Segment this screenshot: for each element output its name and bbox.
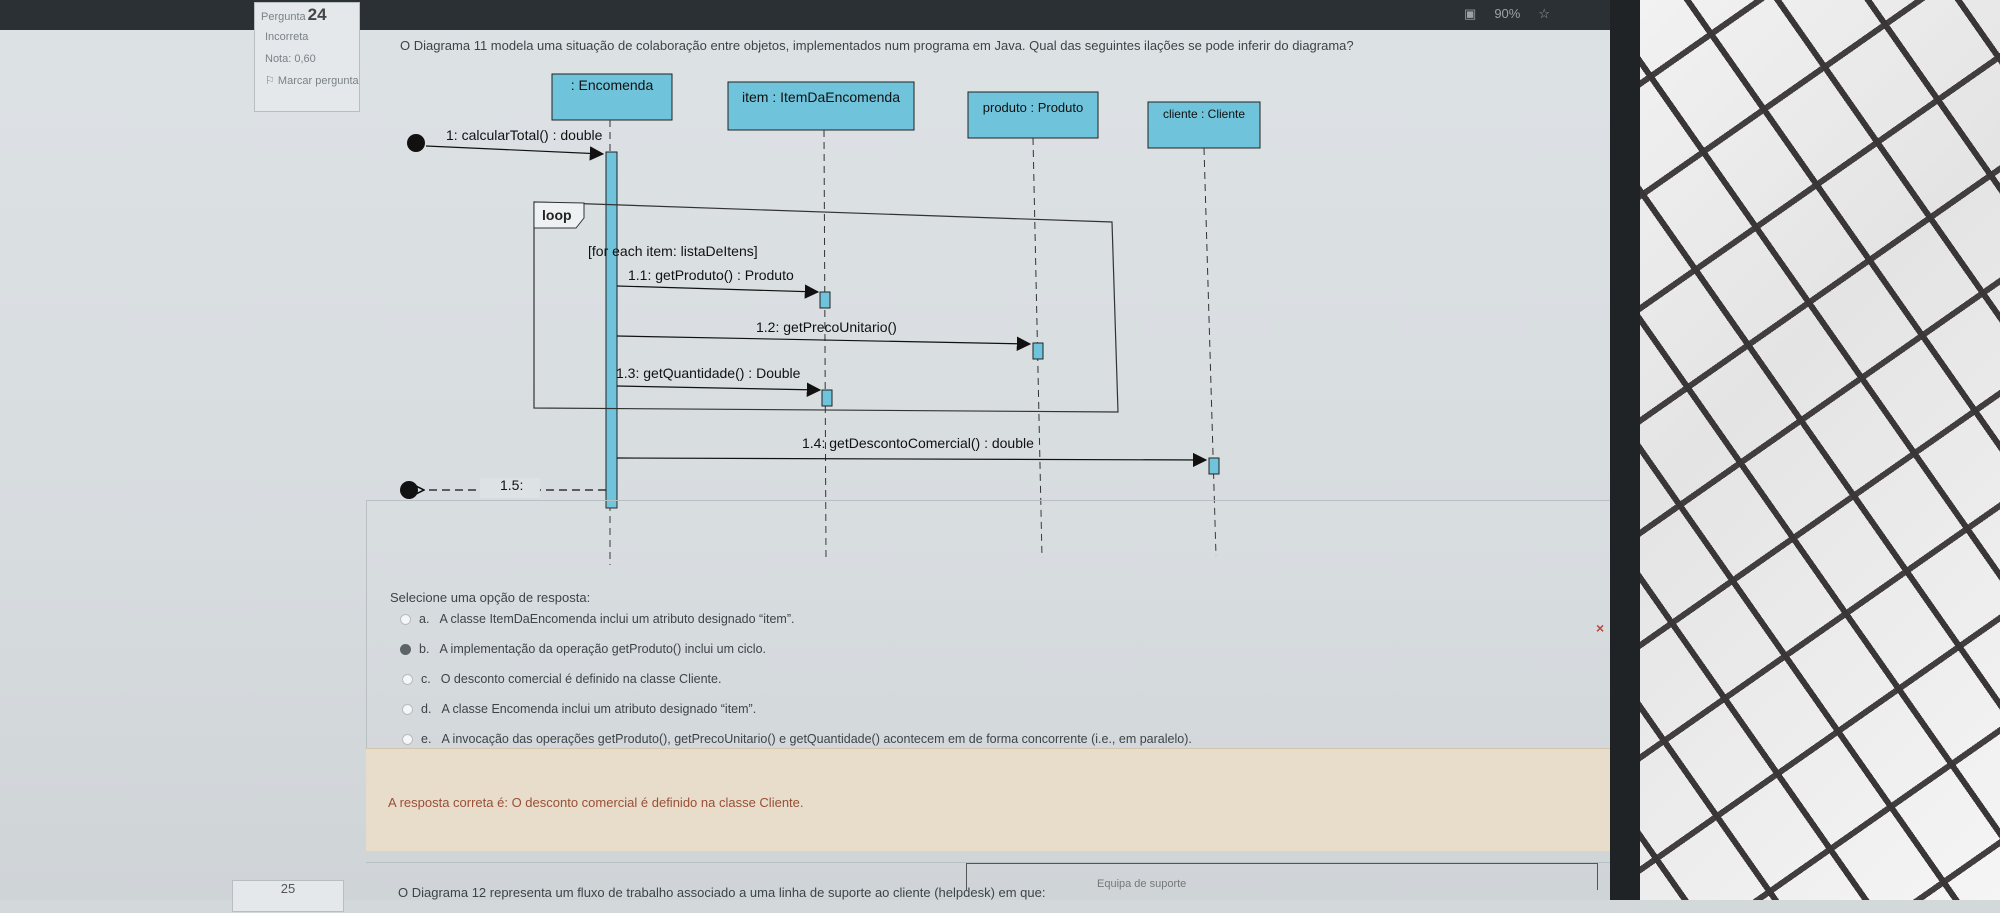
- loop-label: loop: [542, 207, 572, 223]
- message-1-4-arrow: [616, 452, 1208, 468]
- lifeline-head-produto: [967, 91, 1099, 139]
- message-1-arrow: [425, 145, 605, 161]
- question-grade: Nota: 0,60: [265, 53, 316, 65]
- loop-fragment: [533, 201, 1119, 413]
- next-question: O Diagrama 12 representa um fluxo de tra…: [366, 862, 1622, 913]
- lifeline-head-cliente: [1147, 101, 1261, 149]
- message-1-1-arrow: [616, 284, 820, 299]
- option-c[interactable]: c.O desconto comercial é definido na cla…: [402, 672, 721, 686]
- answer-container: [366, 500, 1624, 788]
- message-1-label: 1: calcularTotal() : double: [446, 127, 603, 143]
- radio-e[interactable]: [402, 734, 413, 746]
- message-1-5-label: 1.5:: [500, 477, 523, 493]
- message-1-2-arrow: [616, 335, 1032, 351]
- favorite-star-icon[interactable]: ☆: [1538, 6, 1550, 21]
- activation-cliente: [1208, 457, 1220, 475]
- message-1-1-label: 1.1: getProduto() : Produto: [628, 267, 794, 283]
- monitor-bezel: [1610, 0, 1640, 900]
- activation-item-2: [821, 389, 833, 407]
- answer-prompt: Selecione uma opção de resposta:: [390, 590, 591, 605]
- radio-b-selected[interactable]: [400, 644, 411, 656]
- found-message-start: [407, 134, 425, 152]
- radio-a[interactable]: [400, 614, 411, 626]
- lifeline-item: [823, 129, 827, 561]
- lifeline-label-cliente: cliente : Cliente: [1163, 107, 1245, 121]
- loop-tag: [533, 201, 585, 229]
- lifeline-label-encomenda: : Encomenda: [571, 77, 654, 93]
- question-status: Incorreta: [265, 31, 309, 43]
- option-b[interactable]: b.A implementação da operação getProduto…: [400, 642, 766, 656]
- next-diagram-label: Equipa de suporte: [1097, 878, 1187, 890]
- message-1-4-label: 1.4: getDescontoComercial() : double: [802, 435, 1034, 451]
- next-question-info: 25: [232, 880, 344, 912]
- incorrect-mark-icon: ×: [1596, 620, 1605, 636]
- activation-item-1: [819, 291, 831, 309]
- option-e[interactable]: e.A invocação das operações getProduto()…: [402, 732, 1192, 746]
- flag-icon: ⚐: [265, 75, 278, 87]
- reader-icon[interactable]: ▣: [1464, 6, 1477, 21]
- flag-question-link[interactable]: ⚐ Marcar pergunta: [265, 75, 359, 87]
- message-1-3-arrow: [616, 382, 822, 397]
- message-1-2-label: 1.2: getPrecoUnitario(): [756, 319, 897, 335]
- next-question-text: O Diagrama 12 representa um fluxo de tra…: [398, 885, 1046, 900]
- lifeline-label-produto: produto : Produto: [983, 100, 1083, 115]
- feedback-text: A resposta correta é: O desconto comerci…: [388, 795, 804, 810]
- option-d[interactable]: d.A classe Encomenda inclui um atributo …: [402, 702, 756, 716]
- lifeline-head-item: [727, 81, 915, 131]
- background-fabric: [1640, 0, 2000, 900]
- activation-produto: [1032, 342, 1044, 360]
- return-message-end: [400, 481, 418, 499]
- lifeline-head-encomenda: [551, 73, 673, 121]
- option-a[interactable]: a.A classe ItemDaEncomenda inclui um atr…: [400, 612, 794, 626]
- loop-guard: [for each item: listaDeItens]: [588, 243, 758, 259]
- activation-encomenda: [605, 151, 618, 509]
- question-text: O Diagrama 11 modela uma situação de col…: [400, 38, 1354, 53]
- lifeline-label-item: item : ItemDaEncomenda: [742, 89, 900, 105]
- lifeline-cliente: [1203, 147, 1217, 557]
- sequence-diagram: : Encomenda item : ItemDaEncomenda produ…: [400, 73, 1261, 565]
- next-diagram-frame: Equipa de suporte: [966, 863, 1598, 890]
- message-1-3-label: 1.3: getQuantidade() : Double: [616, 365, 801, 381]
- radio-d[interactable]: [402, 704, 413, 716]
- zoom-level[interactable]: 90%: [1494, 6, 1521, 21]
- correct-answer-feedback: A resposta correta é: O desconto comerci…: [366, 748, 1622, 851]
- radio-c[interactable]: [402, 674, 413, 686]
